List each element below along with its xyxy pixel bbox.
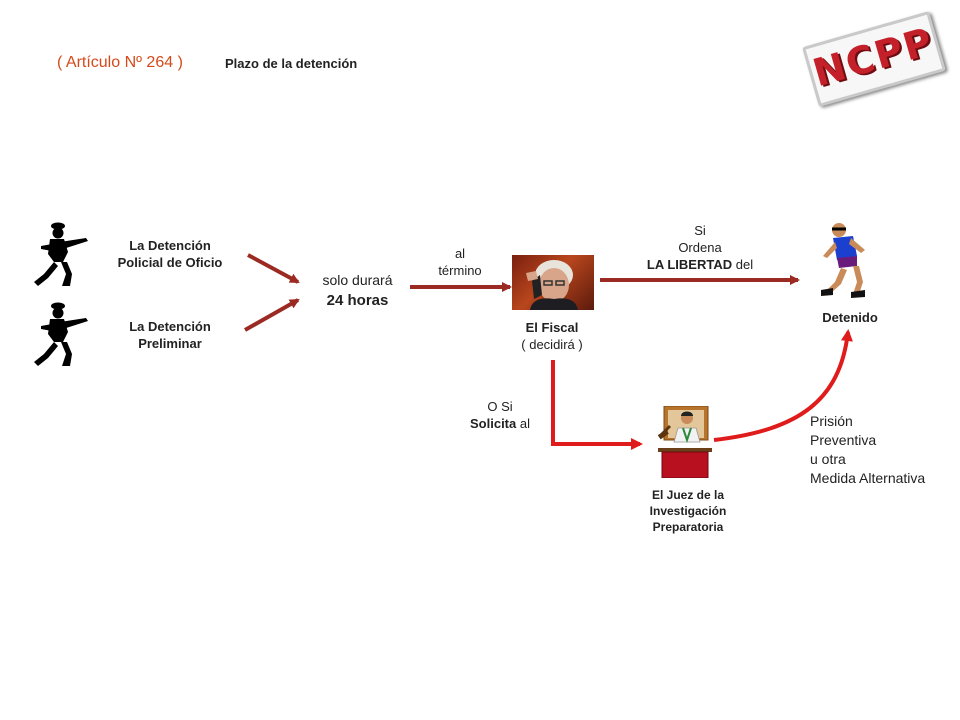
label-line: Preventiva [810, 432, 877, 448]
label-line: Prisión [810, 413, 853, 429]
node-line: El Juez de la [651, 488, 725, 502]
label-prision-preventiva: Prisión Preventiva u otra Medida Alterna… [810, 412, 925, 488]
label-line: al [454, 246, 466, 261]
node-line: Preliminar [138, 336, 202, 351]
node-juez: El Juez de la Investigación Preparatoria [618, 487, 758, 535]
fiscal-portrait-icon [526, 260, 578, 310]
node-fiscal: El Fiscal ( decidirá ) [497, 319, 607, 353]
node-detencion-oficio: La Detención Policial de Oficio [100, 237, 240, 271]
node-detencion-preliminar: La Detención Preliminar [100, 318, 240, 352]
arrow-juez-to-detenido [713, 329, 853, 442]
fiscal-subtitle: ( decidirá ) [521, 337, 583, 352]
node-detenido: Detenido [822, 310, 878, 325]
label-line: Medida Alternativa [810, 470, 926, 486]
arrow-preliminar-to-duracion [244, 298, 300, 332]
police-officer-icon [34, 302, 88, 366]
label-ordena-libertad: Si Ordena LA LIBERTAD del [620, 222, 780, 273]
node-line: La Detención [129, 319, 211, 334]
label-line: término [438, 263, 482, 278]
running-man-icon [821, 223, 865, 298]
fiscal-title: El Fiscal [525, 320, 579, 335]
node-line: Policial de Oficio [117, 255, 223, 270]
label-line: u otra [810, 451, 846, 467]
arrow-oficio-to-duracion [247, 253, 300, 284]
fiscal-photo [512, 255, 594, 310]
article-label: ( Artículo Nº 264 ) [57, 54, 183, 71]
node-line: Preparatoria [652, 520, 724, 534]
libertad-emphasis: LA LIBERTAD [646, 257, 733, 272]
duracion-value: 24 horas [326, 292, 389, 309]
page-title: Plazo de la detención [225, 56, 358, 71]
libertad-del: del [735, 257, 754, 272]
node-duracion: solo durará 24 horas [305, 272, 410, 309]
label-line: Solicita al [460, 415, 540, 432]
node-line: Investigación [649, 504, 727, 518]
solicita-al: al [519, 416, 530, 431]
label-line: LA LIBERTAD del [620, 256, 780, 273]
solicita-emphasis: Solicita [470, 416, 517, 431]
label-solicita: O Si Solicita al [460, 398, 540, 432]
label-al-termino: al término [425, 245, 495, 279]
label-line: O Si [487, 399, 513, 414]
police-officer-icon [34, 222, 88, 286]
node-line: La Detención [129, 238, 211, 253]
judge-icon [657, 406, 712, 478]
arrow-fiscal-to-juez [551, 360, 643, 450]
label-line: Ordena [678, 240, 722, 255]
duracion-label: solo durará [322, 272, 393, 288]
label-line: Si [694, 223, 706, 238]
